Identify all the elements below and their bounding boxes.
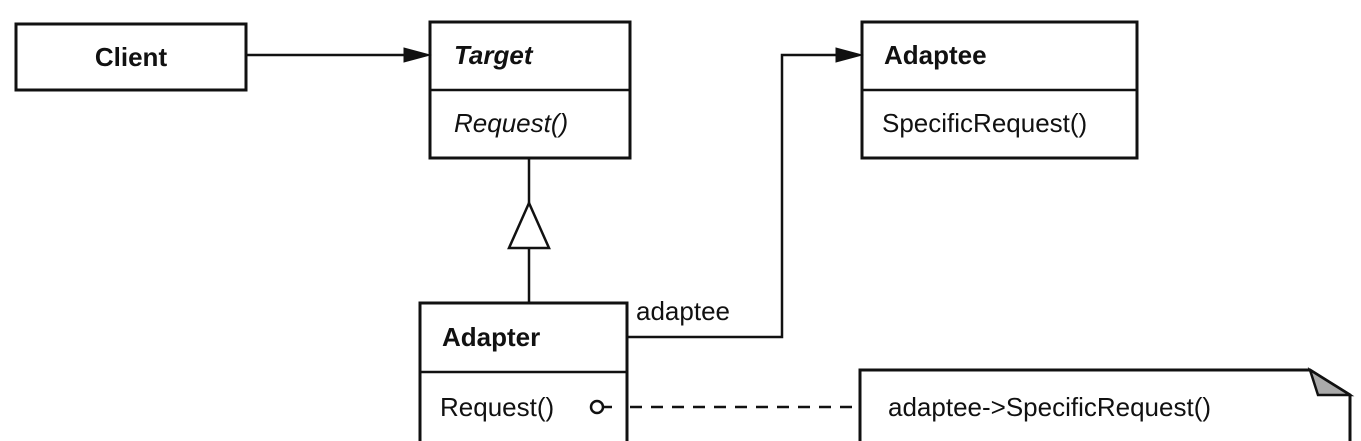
adapter-adaptee-line xyxy=(627,53,838,339)
adapter-adaptee-association: adaptee xyxy=(627,47,864,339)
note-folded-corner xyxy=(1307,367,1355,397)
adaptee-operation-specificrequest: SpecificRequest() xyxy=(882,108,1087,138)
client-target-association xyxy=(246,47,432,63)
implementation-note[interactable]: adaptee->SpecificRequest() xyxy=(858,367,1355,441)
target-class-name: Target xyxy=(454,40,534,70)
client-class-box xyxy=(14,22,248,92)
adaptee-class-name: Adaptee xyxy=(884,40,987,70)
note-box xyxy=(858,368,1352,441)
note-text: adaptee->SpecificRequest() xyxy=(888,392,1211,422)
adaptee-class[interactable]: Adaptee SpecificRequest() xyxy=(860,20,1139,160)
note-connector xyxy=(589,399,860,415)
client-class-name: Client xyxy=(95,42,168,72)
client-target-arrowhead xyxy=(403,47,432,63)
inheritance-triangle xyxy=(507,199,551,250)
note-anchor-circle xyxy=(589,399,605,415)
adapter-operation-request: Request() xyxy=(440,392,554,422)
target-operation-request: Request() xyxy=(454,108,568,138)
adapter-adaptee-arrowhead xyxy=(835,47,864,63)
association-role-adaptee: adaptee xyxy=(636,296,730,326)
adapter-target-inheritance xyxy=(507,158,551,303)
adapter-class-name: Adapter xyxy=(442,322,540,352)
target-class[interactable]: Target Request() xyxy=(428,20,632,160)
adapter-class[interactable]: Adapter Request() xyxy=(418,301,629,441)
client-class[interactable]: Client xyxy=(14,22,248,92)
